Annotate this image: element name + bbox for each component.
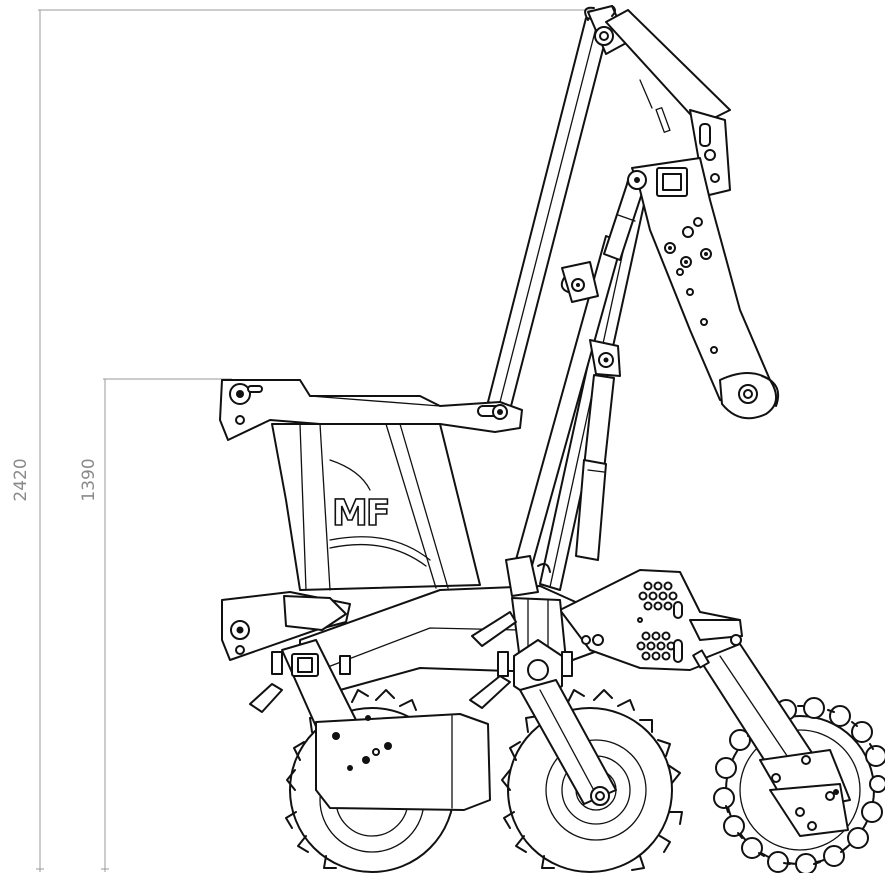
front-leg [249, 639, 491, 811]
chassis-frame: MF [219, 379, 523, 591]
mid-brackets [560, 261, 621, 561]
hole-pattern-lower [636, 631, 683, 663]
rear-arm [689, 619, 851, 837]
dimension-label-frame: 1390 [79, 458, 99, 501]
dimension-overall: 2420 [11, 9, 600, 872]
hole-pattern-upper [638, 581, 683, 619]
dimension-label-overall: 2420 [11, 458, 31, 501]
middle-leg [469, 555, 617, 806]
hitch-plate [627, 157, 780, 420]
brand-logo: MF [332, 493, 388, 534]
dimension-frame: 1390 [79, 378, 232, 872]
